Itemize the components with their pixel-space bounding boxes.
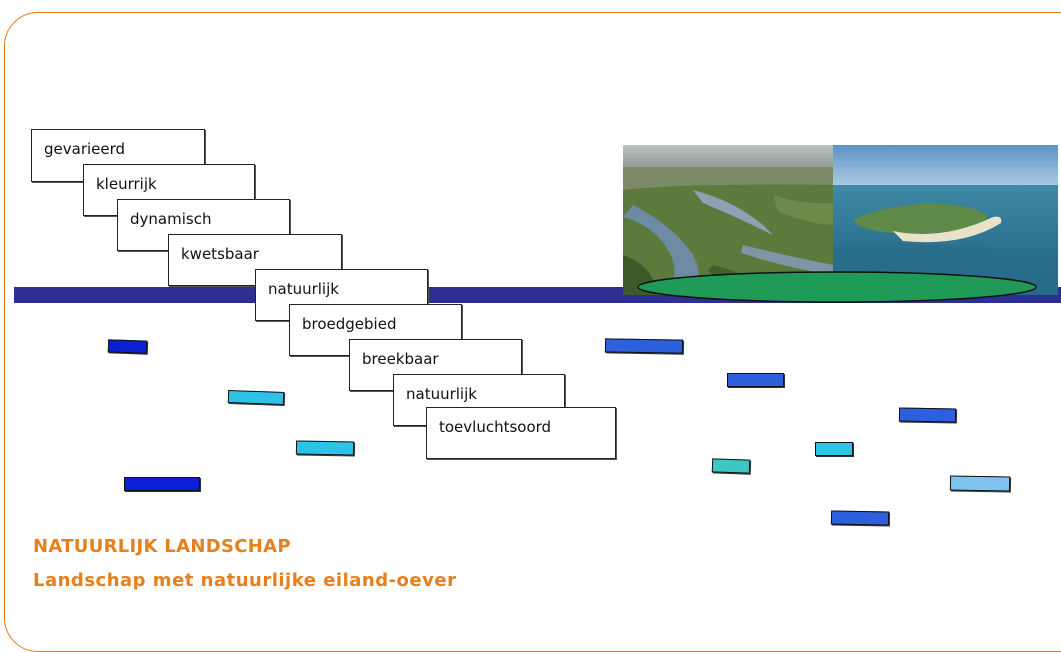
word-label: broedgebied (302, 315, 397, 333)
word-label: natuurlijk (268, 280, 339, 298)
word-label: gevarieerd (44, 140, 126, 158)
word-label: kwetsbaar (181, 245, 259, 263)
word-box: kleurrijk (83, 164, 255, 216)
word-label: toevluchtsoord (439, 418, 552, 436)
bar-dark-blue (107, 339, 148, 354)
word-box: toevluchtsoord (426, 407, 616, 459)
bar-light-blue (949, 475, 1011, 492)
bar-teal (711, 458, 751, 474)
bar-dark-blue (124, 477, 200, 491)
bar-cyan (815, 442, 853, 456)
word-label: kleurrijk (96, 175, 157, 193)
bar-blue (830, 510, 890, 526)
word-label: dynamisch (130, 210, 212, 228)
bar-blue (727, 373, 784, 387)
word-label: breekbaar (362, 350, 439, 368)
wetland-photo (623, 145, 833, 295)
bar-blue (604, 338, 684, 354)
caption-subtitle: Landschap met natuurlijke eiland-oever (33, 570, 457, 591)
caption-title: NATUURLIJK LANDSCHAP (33, 536, 291, 557)
word-label: natuurlijk (406, 385, 477, 403)
island-ellipse (637, 271, 1037, 303)
bar-blue (898, 407, 957, 423)
bar-cyan (295, 440, 355, 456)
bar-cyan (227, 390, 285, 405)
